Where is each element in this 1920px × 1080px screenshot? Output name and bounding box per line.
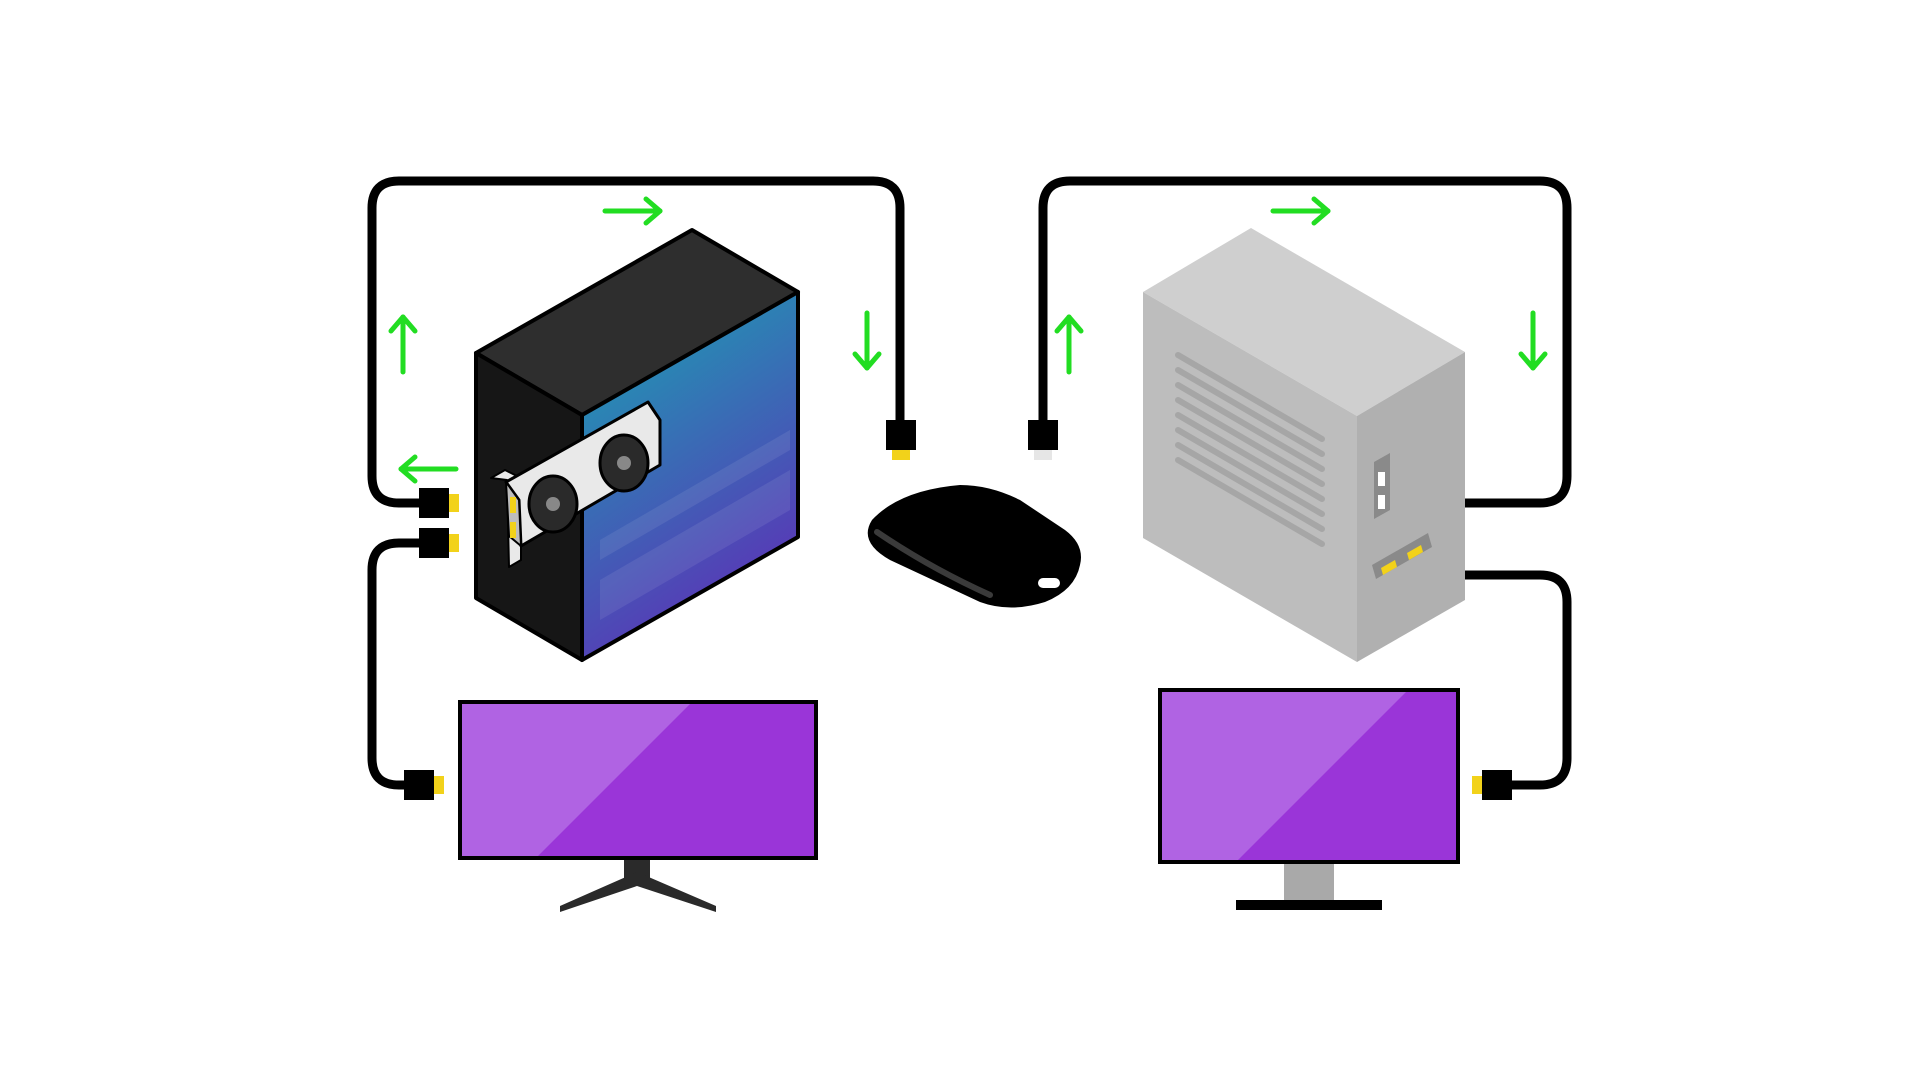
hdmi-connector-streaming-monitor-icon [1472, 770, 1512, 800]
capture-card-port-icon [1038, 578, 1060, 588]
cable-streaming-pc-to-monitor [1436, 570, 1572, 790]
rear-io-ports-icon [1372, 453, 1432, 579]
cable-capture-card-to-streaming-pc [1038, 176, 1572, 508]
arrow-down-icon [1518, 310, 1548, 371]
cable-gaming-pc-to-monitor [367, 538, 439, 790]
arrow-up-icon [1054, 314, 1084, 375]
gpu-fan-icon [527, 474, 579, 534]
hdmi-connector-gaming-monitor-icon [404, 770, 444, 800]
signal-arrows [388, 196, 1548, 484]
gpu-fan-icon [598, 433, 650, 493]
usb-connector-capture-out-icon [1028, 420, 1058, 460]
arrow-right-icon [1270, 196, 1331, 226]
arrow-left-icon [398, 454, 459, 484]
streaming-monitor-icon [1158, 688, 1460, 910]
gaming-monitor-icon [458, 700, 818, 912]
panel-glare [600, 430, 790, 620]
arrow-down-icon [852, 310, 882, 371]
vent-grille-icon [1175, 352, 1325, 547]
hdmi-connector-capture-in-icon [886, 420, 916, 460]
cables [367, 176, 1572, 790]
hdmi-connector-gaming-pc-out-icon [419, 488, 459, 518]
streaming-pc-icon [1143, 228, 1465, 662]
arrow-right-icon [602, 196, 663, 226]
arrow-up-icon [388, 314, 418, 375]
capture-card-icon [867, 485, 1081, 608]
graphics-card-icon [490, 400, 662, 568]
cable-gaming-pc-to-capture-card [367, 176, 905, 508]
gaming-pc-icon [474, 228, 800, 662]
hdmi-connector-gaming-pc-monitor-icon [419, 528, 459, 558]
